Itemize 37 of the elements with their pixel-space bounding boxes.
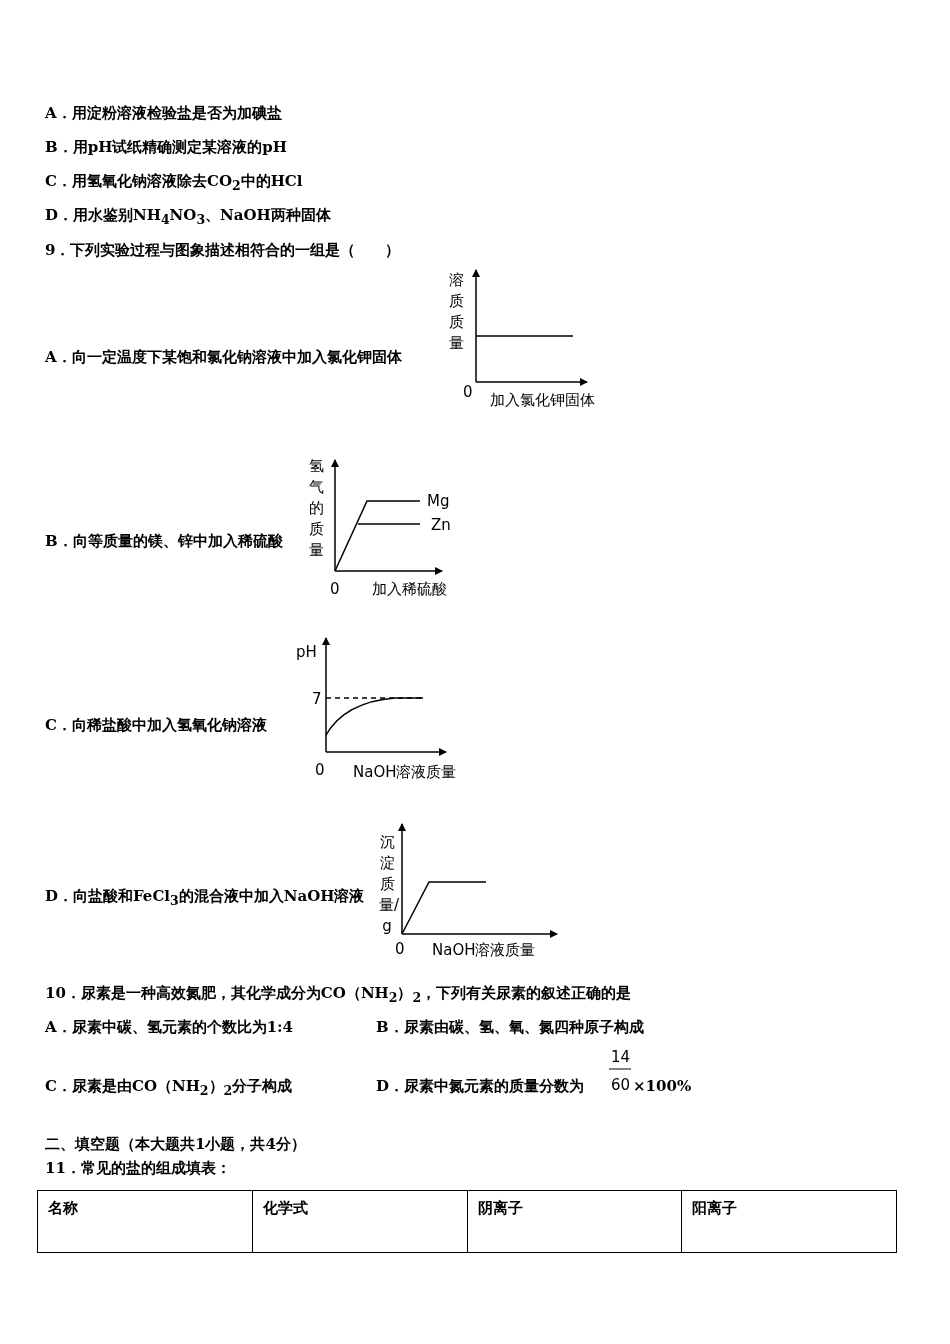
option-text: B．尿素由碳、氢、氧、氮四种原子构成 — [376, 1017, 644, 1037]
axis-label: 加入稀硫酸 — [372, 580, 447, 598]
option-text: B．用pH试纸精确测定某溶液的pH — [45, 137, 287, 157]
option-text: D．用水鉴别NH$_{4}$NO$_{3}$、NaOH两种固体 — [45, 205, 331, 229]
table-header-cell: 阳离子 — [681, 1190, 897, 1253]
axis-origin: 0 — [395, 940, 405, 958]
option-text: C．向稀盐酸中加入氢氧化钠溶液 — [45, 715, 267, 735]
axis-origin: 0 — [463, 383, 473, 401]
option-text: ×100% — [633, 1076, 692, 1096]
fraction-denominator: 60 — [611, 1076, 631, 1094]
axis-label: 溶质质量 — [448, 270, 464, 354]
option-text: C．尿素是由CO（NH$_{2}$）$_{2}$分子构成 — [45, 1076, 293, 1100]
option-text: D．向盐酸和FeCl$_{3}$的混合液中加入NaOH溶液 — [45, 886, 365, 910]
axis-label: pH — [296, 643, 317, 661]
table-header-cell: 名称 — [37, 1190, 253, 1253]
axis-origin: 0 — [330, 580, 340, 598]
option-text: A．用淀粉溶液检验盐是否为加碘盐 — [45, 103, 282, 123]
curve-label: Zn — [431, 516, 451, 534]
tick-label: 7 — [312, 690, 322, 708]
table-header-cell: 阴离子 — [467, 1190, 682, 1253]
axis-label: NaOH溶液质量 — [353, 763, 457, 781]
option-text: D．尿素中氮元素的质量分数为 — [376, 1076, 584, 1096]
curve-label: Mg — [427, 492, 450, 510]
axis-label: 氢气的质量 — [308, 456, 324, 561]
axis-label: 加入氯化钾固体 — [490, 391, 595, 409]
axis-origin: 0 — [315, 761, 325, 779]
fraction-numerator: 14 — [611, 1048, 631, 1066]
option-text: A．向一定温度下某饱和氯化钠溶液中加入氯化钾固体 — [45, 347, 402, 367]
question-text: 10．尿素是一种高效氮肥，其化学成分为CO（NH$_{2}$）$_{2}$，下列有关尿素的叙述正确的是 — [45, 983, 632, 1007]
question-text: 9．下列实验过程与图象描述相符合的一组是（ ） — [45, 240, 401, 260]
table-header-cell: 化学式 — [252, 1190, 467, 1253]
question-text: 11．常见的盐的组成填表： — [45, 1158, 231, 1178]
option-text: C．用氢氧化钠溶液除去CO$_{2}$中的HCl — [45, 171, 303, 195]
option-text: A．尿素中碳、氢元素的个数比为1:4 — [45, 1017, 294, 1037]
section-heading: 二、填空题（本大题共1小题，共4分） — [45, 1134, 306, 1154]
axis-label: NaOH溶液质量 — [432, 941, 536, 959]
option-text: B．向等质量的镁、锌中加入稀硫酸 — [45, 531, 283, 551]
